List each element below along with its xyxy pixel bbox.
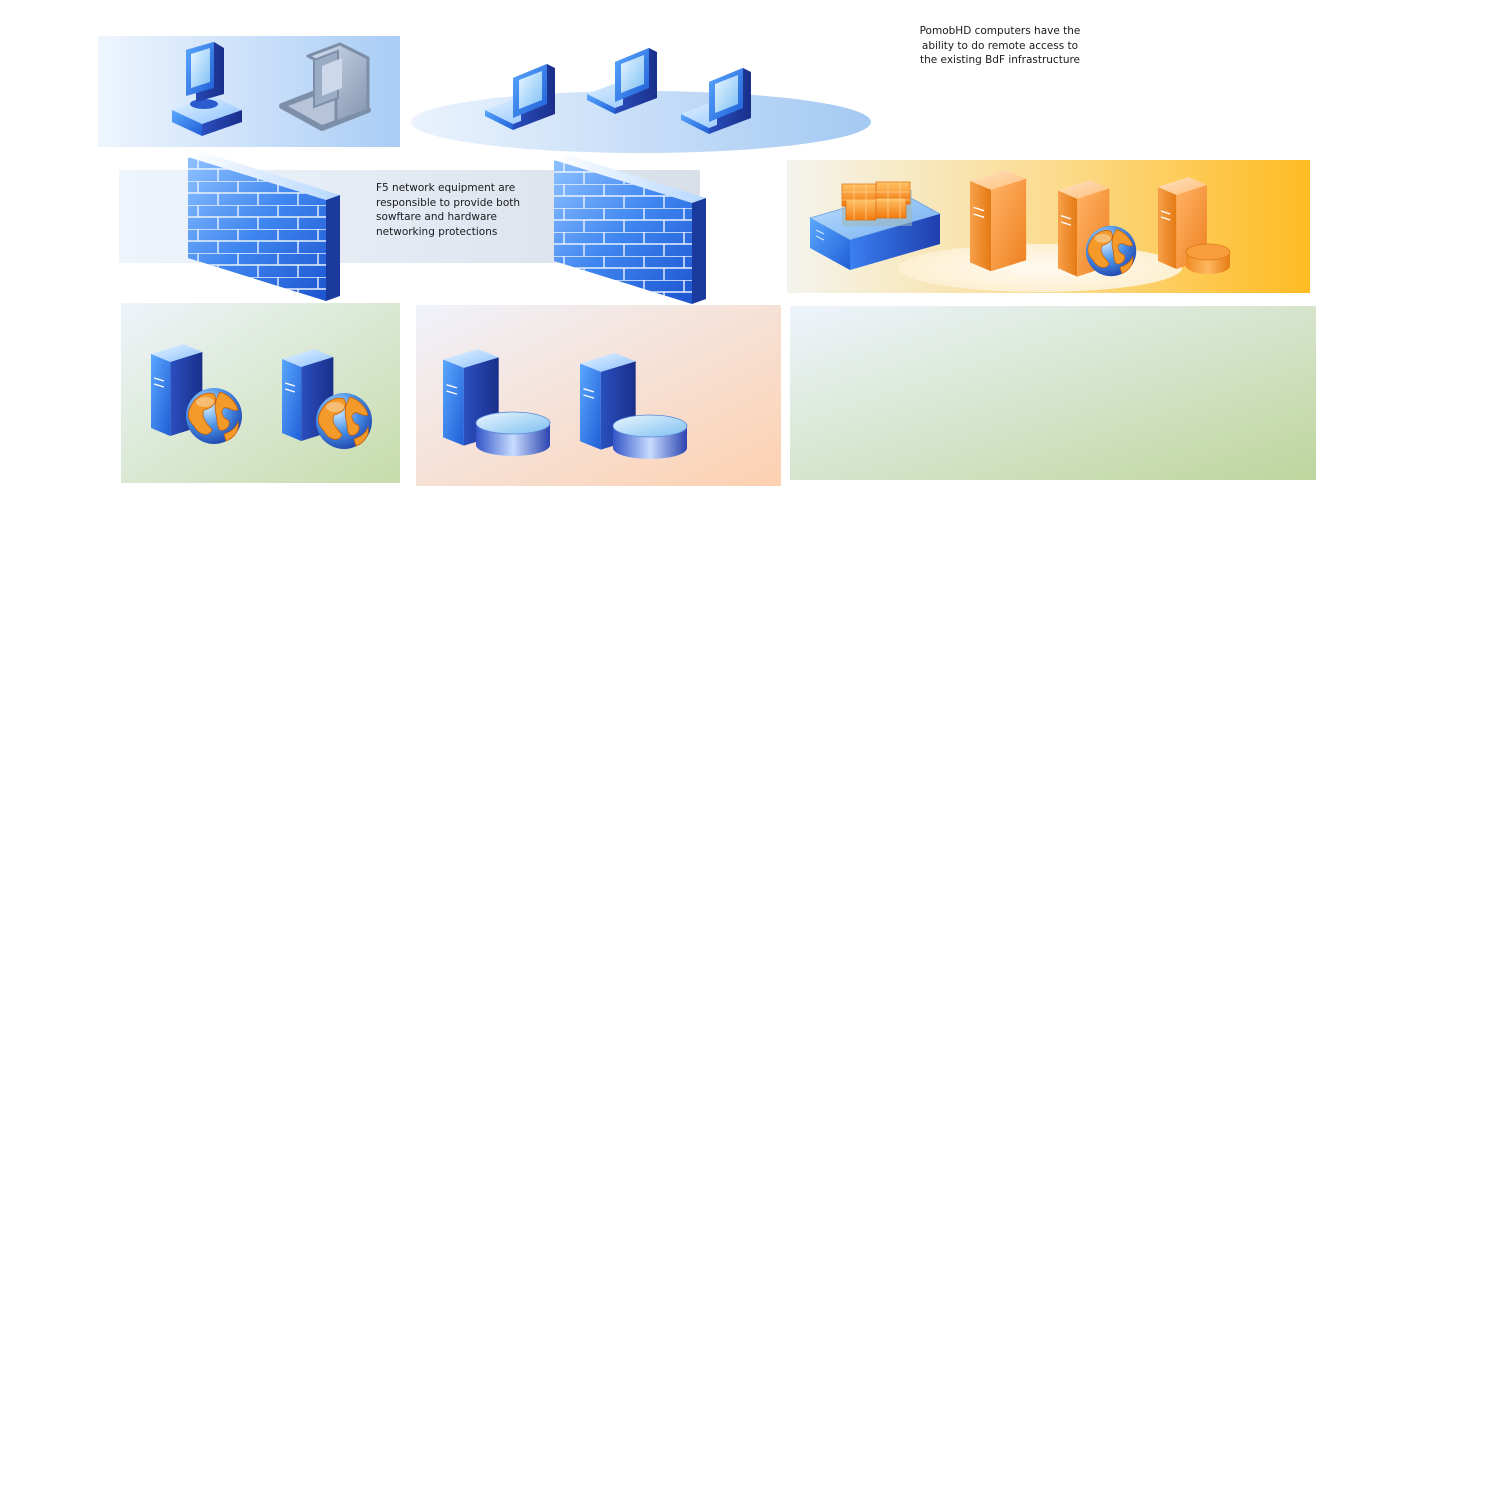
- globe-icon: [1085, 225, 1137, 277]
- blade-server-icon: [808, 181, 942, 270]
- database-server-icon: [1157, 176, 1231, 274]
- f5-protection-note: F5 network equipment are responsible to …: [376, 182, 521, 238]
- globe-icon: [315, 392, 373, 450]
- zone-orange-shadow: [898, 244, 1182, 292]
- laptop-icon: [279, 42, 371, 131]
- server-icon: [969, 169, 1027, 272]
- desktop-computer-icon: [172, 42, 242, 136]
- globe-icon: [185, 387, 243, 445]
- remote-access-note: PomobHD computers have the ability to do…: [919, 25, 1081, 66]
- database-disk-icon: [612, 414, 688, 460]
- database-disk-icon: [1185, 243, 1231, 274]
- database-disk-icon: [475, 411, 551, 457]
- zone-empty-green: [790, 306, 1316, 480]
